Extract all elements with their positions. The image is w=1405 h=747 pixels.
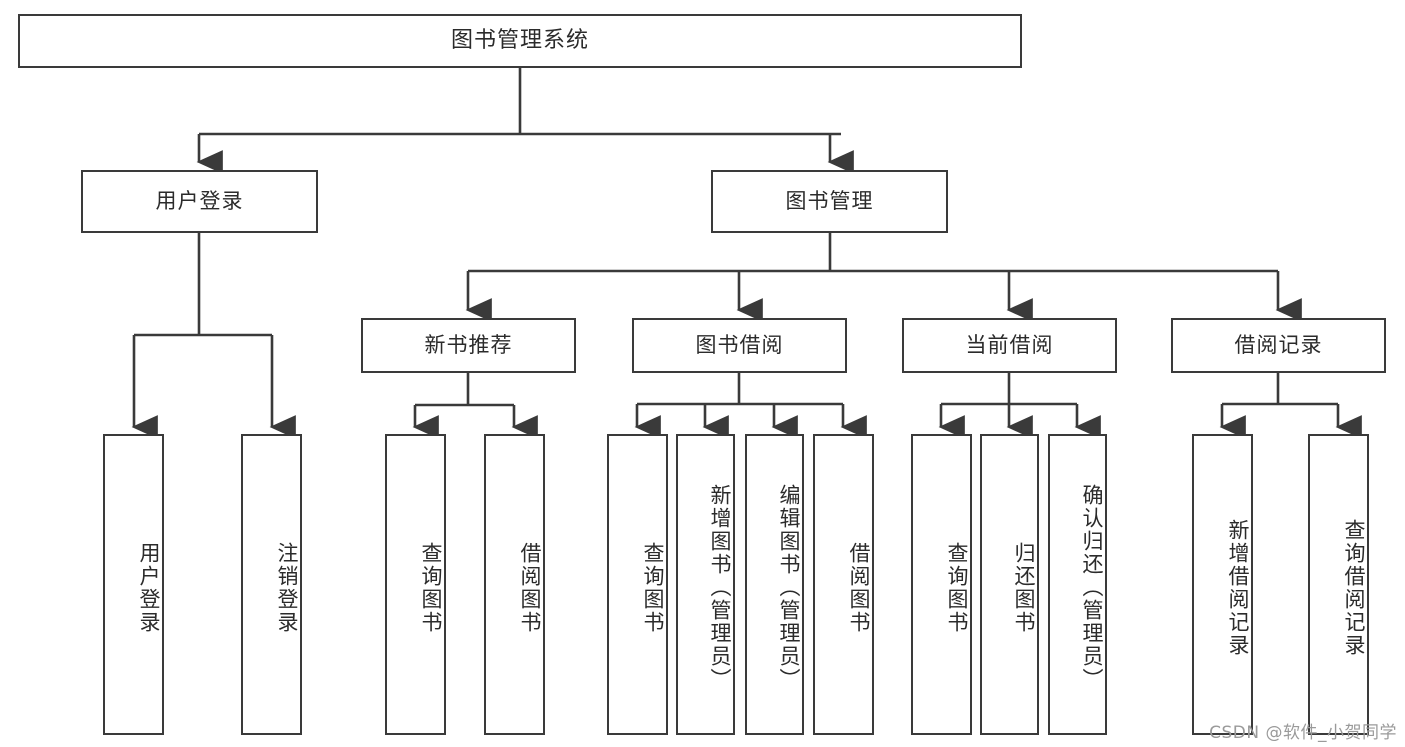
- node-current-borrow[interactable]: 当前借阅: [902, 318, 1117, 373]
- node-leaf-query-book-recommend-label: 查询图书: [419, 541, 443, 634]
- node-user-login[interactable]: 用户登录: [81, 170, 318, 233]
- node-leaf-borrow-book-recommend-label: 借阅图书: [518, 541, 542, 634]
- node-book-management-label: 图书管理: [785, 188, 874, 213]
- csdn-watermark: CSDN @软件_小贺同学: [1209, 723, 1397, 743]
- node-leaf-query-book-current[interactable]: 查询图书: [911, 434, 972, 735]
- node-leaf-borrow-book[interactable]: 借阅图书: [813, 434, 874, 735]
- node-book-management[interactable]: 图书管理: [711, 170, 948, 233]
- node-new-book-recommend[interactable]: 新书推荐: [361, 318, 576, 373]
- node-leaf-logout-label: 注销登录: [275, 541, 299, 634]
- node-borrow-record-label: 借阅记录: [1234, 332, 1323, 357]
- node-leaf-confirm-return-admin-label: 确认归还（管理员）: [1080, 484, 1104, 691]
- node-root-label: 图书管理系统: [450, 27, 589, 53]
- node-book-borrow-label: 图书借阅: [695, 332, 784, 357]
- node-leaf-return-book[interactable]: 归还图书: [980, 434, 1039, 735]
- node-leaf-add-book-admin[interactable]: 新增图书（管理员）: [676, 434, 735, 735]
- node-leaf-query-borrow-record-label: 查询借阅记录: [1342, 518, 1366, 657]
- node-leaf-add-book-admin-label: 新增图书（管理员）: [708, 484, 732, 691]
- node-leaf-user-login-label: 用户登录: [137, 541, 161, 634]
- node-leaf-borrow-book-label: 借阅图书: [847, 541, 871, 634]
- node-leaf-user-login[interactable]: 用户登录: [103, 434, 164, 735]
- node-leaf-query-book-current-label: 查询图书: [945, 541, 969, 634]
- node-leaf-logout[interactable]: 注销登录: [241, 434, 302, 735]
- node-new-book-recommend-label: 新书推荐: [424, 332, 513, 357]
- node-leaf-add-borrow-record[interactable]: 新增借阅记录: [1192, 434, 1253, 735]
- node-leaf-edit-book-admin[interactable]: 编辑图书（管理员）: [745, 434, 804, 735]
- node-borrow-record[interactable]: 借阅记录: [1171, 318, 1386, 373]
- node-leaf-query-borrow-record[interactable]: 查询借阅记录: [1308, 434, 1369, 735]
- node-leaf-edit-book-admin-label: 编辑图书（管理员）: [777, 484, 801, 691]
- node-user-login-label: 用户登录: [155, 188, 244, 213]
- node-book-borrow[interactable]: 图书借阅: [632, 318, 847, 373]
- node-leaf-query-book-recommend[interactable]: 查询图书: [385, 434, 446, 735]
- node-root-system[interactable]: 图书管理系统: [18, 14, 1022, 68]
- node-current-borrow-label: 当前借阅: [965, 332, 1054, 357]
- node-leaf-query-book-borrow[interactable]: 查询图书: [607, 434, 668, 735]
- node-leaf-return-book-label: 归还图书: [1012, 541, 1036, 634]
- node-leaf-query-book-borrow-label: 查询图书: [641, 541, 665, 634]
- node-leaf-confirm-return-admin[interactable]: 确认归还（管理员）: [1048, 434, 1107, 735]
- node-leaf-borrow-book-recommend[interactable]: 借阅图书: [484, 434, 545, 735]
- node-leaf-add-borrow-record-label: 新增借阅记录: [1226, 518, 1250, 657]
